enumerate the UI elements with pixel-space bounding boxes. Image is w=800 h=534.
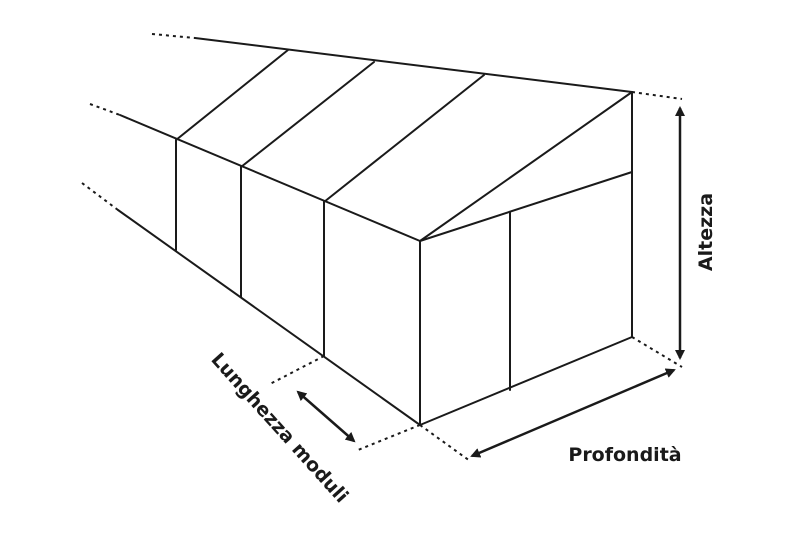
eave-extension (89, 103, 121, 116)
roof-panel-line (323, 74, 485, 203)
dimension-arrows (296, 106, 685, 458)
module-left-extension (269, 355, 325, 385)
side-wall-base-line (117, 209, 421, 426)
roof-panel-line (240, 61, 375, 168)
front-base-line (419, 336, 633, 426)
depth-label: Profondità (568, 444, 681, 466)
roof-ridge-line (194, 37, 633, 93)
greenhouse-structure (117, 37, 633, 426)
roof-front-edge (419, 91, 633, 242)
extension-dotted-lines (81, 33, 683, 462)
module-right-extension (357, 424, 421, 451)
base-right-extension (631, 336, 683, 368)
depth-left-extension (419, 424, 471, 462)
front-eave-line (419, 171, 633, 242)
module-length-label: Lunghezza moduli (206, 349, 352, 508)
ridge-right-extension (631, 91, 683, 100)
depth-arrow (470, 368, 676, 458)
base-extension (81, 182, 119, 211)
dimension-labels: Altezza Profondità Lunghezza moduli (206, 193, 717, 507)
roof-eave-line (119, 114, 421, 242)
roof-panel-line (175, 49, 289, 141)
ridge-extension (151, 33, 196, 39)
module-length-arrow (296, 390, 356, 443)
height-label: Altezza (695, 193, 717, 271)
